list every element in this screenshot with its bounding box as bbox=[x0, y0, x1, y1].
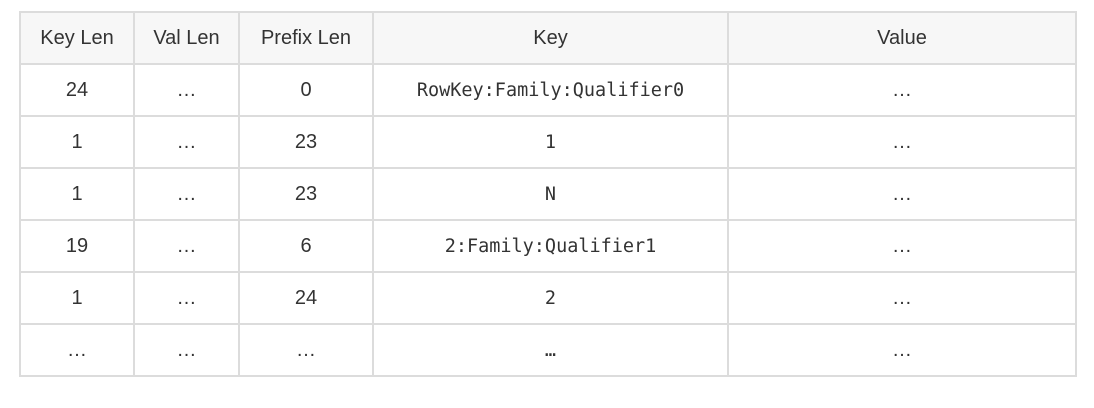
table-cell: … bbox=[372, 323, 729, 377]
table-cell: … bbox=[727, 115, 1077, 169]
table-cell: 19 bbox=[19, 219, 135, 273]
column-header-val-len: Val Len bbox=[133, 11, 240, 65]
column-header-key: Key bbox=[372, 11, 729, 65]
table-cell: 23 bbox=[238, 115, 374, 169]
table-cell: … bbox=[133, 63, 240, 117]
table-cell: … bbox=[133, 219, 240, 273]
table-cell: … bbox=[133, 271, 240, 325]
table-cell: 2:Family:Qualifier1 bbox=[372, 219, 729, 273]
column-header-key-len: Key Len bbox=[19, 11, 135, 65]
table-cell: 1 bbox=[372, 115, 729, 169]
table-cell: … bbox=[238, 323, 374, 377]
table-cell: 2 bbox=[372, 271, 729, 325]
table-cell: 0 bbox=[238, 63, 374, 117]
table-cell: … bbox=[133, 167, 240, 221]
column-header-value: Value bbox=[727, 11, 1077, 65]
table-cell: 1 bbox=[19, 167, 135, 221]
column-header-prefix-len: Prefix Len bbox=[238, 11, 374, 65]
table-cell: … bbox=[727, 323, 1077, 377]
table-cell: … bbox=[727, 271, 1077, 325]
table-cell: 24 bbox=[238, 271, 374, 325]
table-cell: 6 bbox=[238, 219, 374, 273]
table-cell: … bbox=[133, 115, 240, 169]
table-cell: 23 bbox=[238, 167, 374, 221]
table-cell: 24 bbox=[19, 63, 135, 117]
table-cell: RowKey:Family:Qualifier0 bbox=[372, 63, 729, 117]
table-row: …………… bbox=[19, 323, 1077, 377]
table-cell: 1 bbox=[19, 271, 135, 325]
table-cell: … bbox=[727, 167, 1077, 221]
table-cell: … bbox=[727, 63, 1077, 117]
table-cell: … bbox=[133, 323, 240, 377]
table-cell: N bbox=[372, 167, 729, 221]
table-cell: … bbox=[19, 323, 135, 377]
table-cell: … bbox=[727, 219, 1077, 273]
table-cell: 1 bbox=[19, 115, 135, 169]
